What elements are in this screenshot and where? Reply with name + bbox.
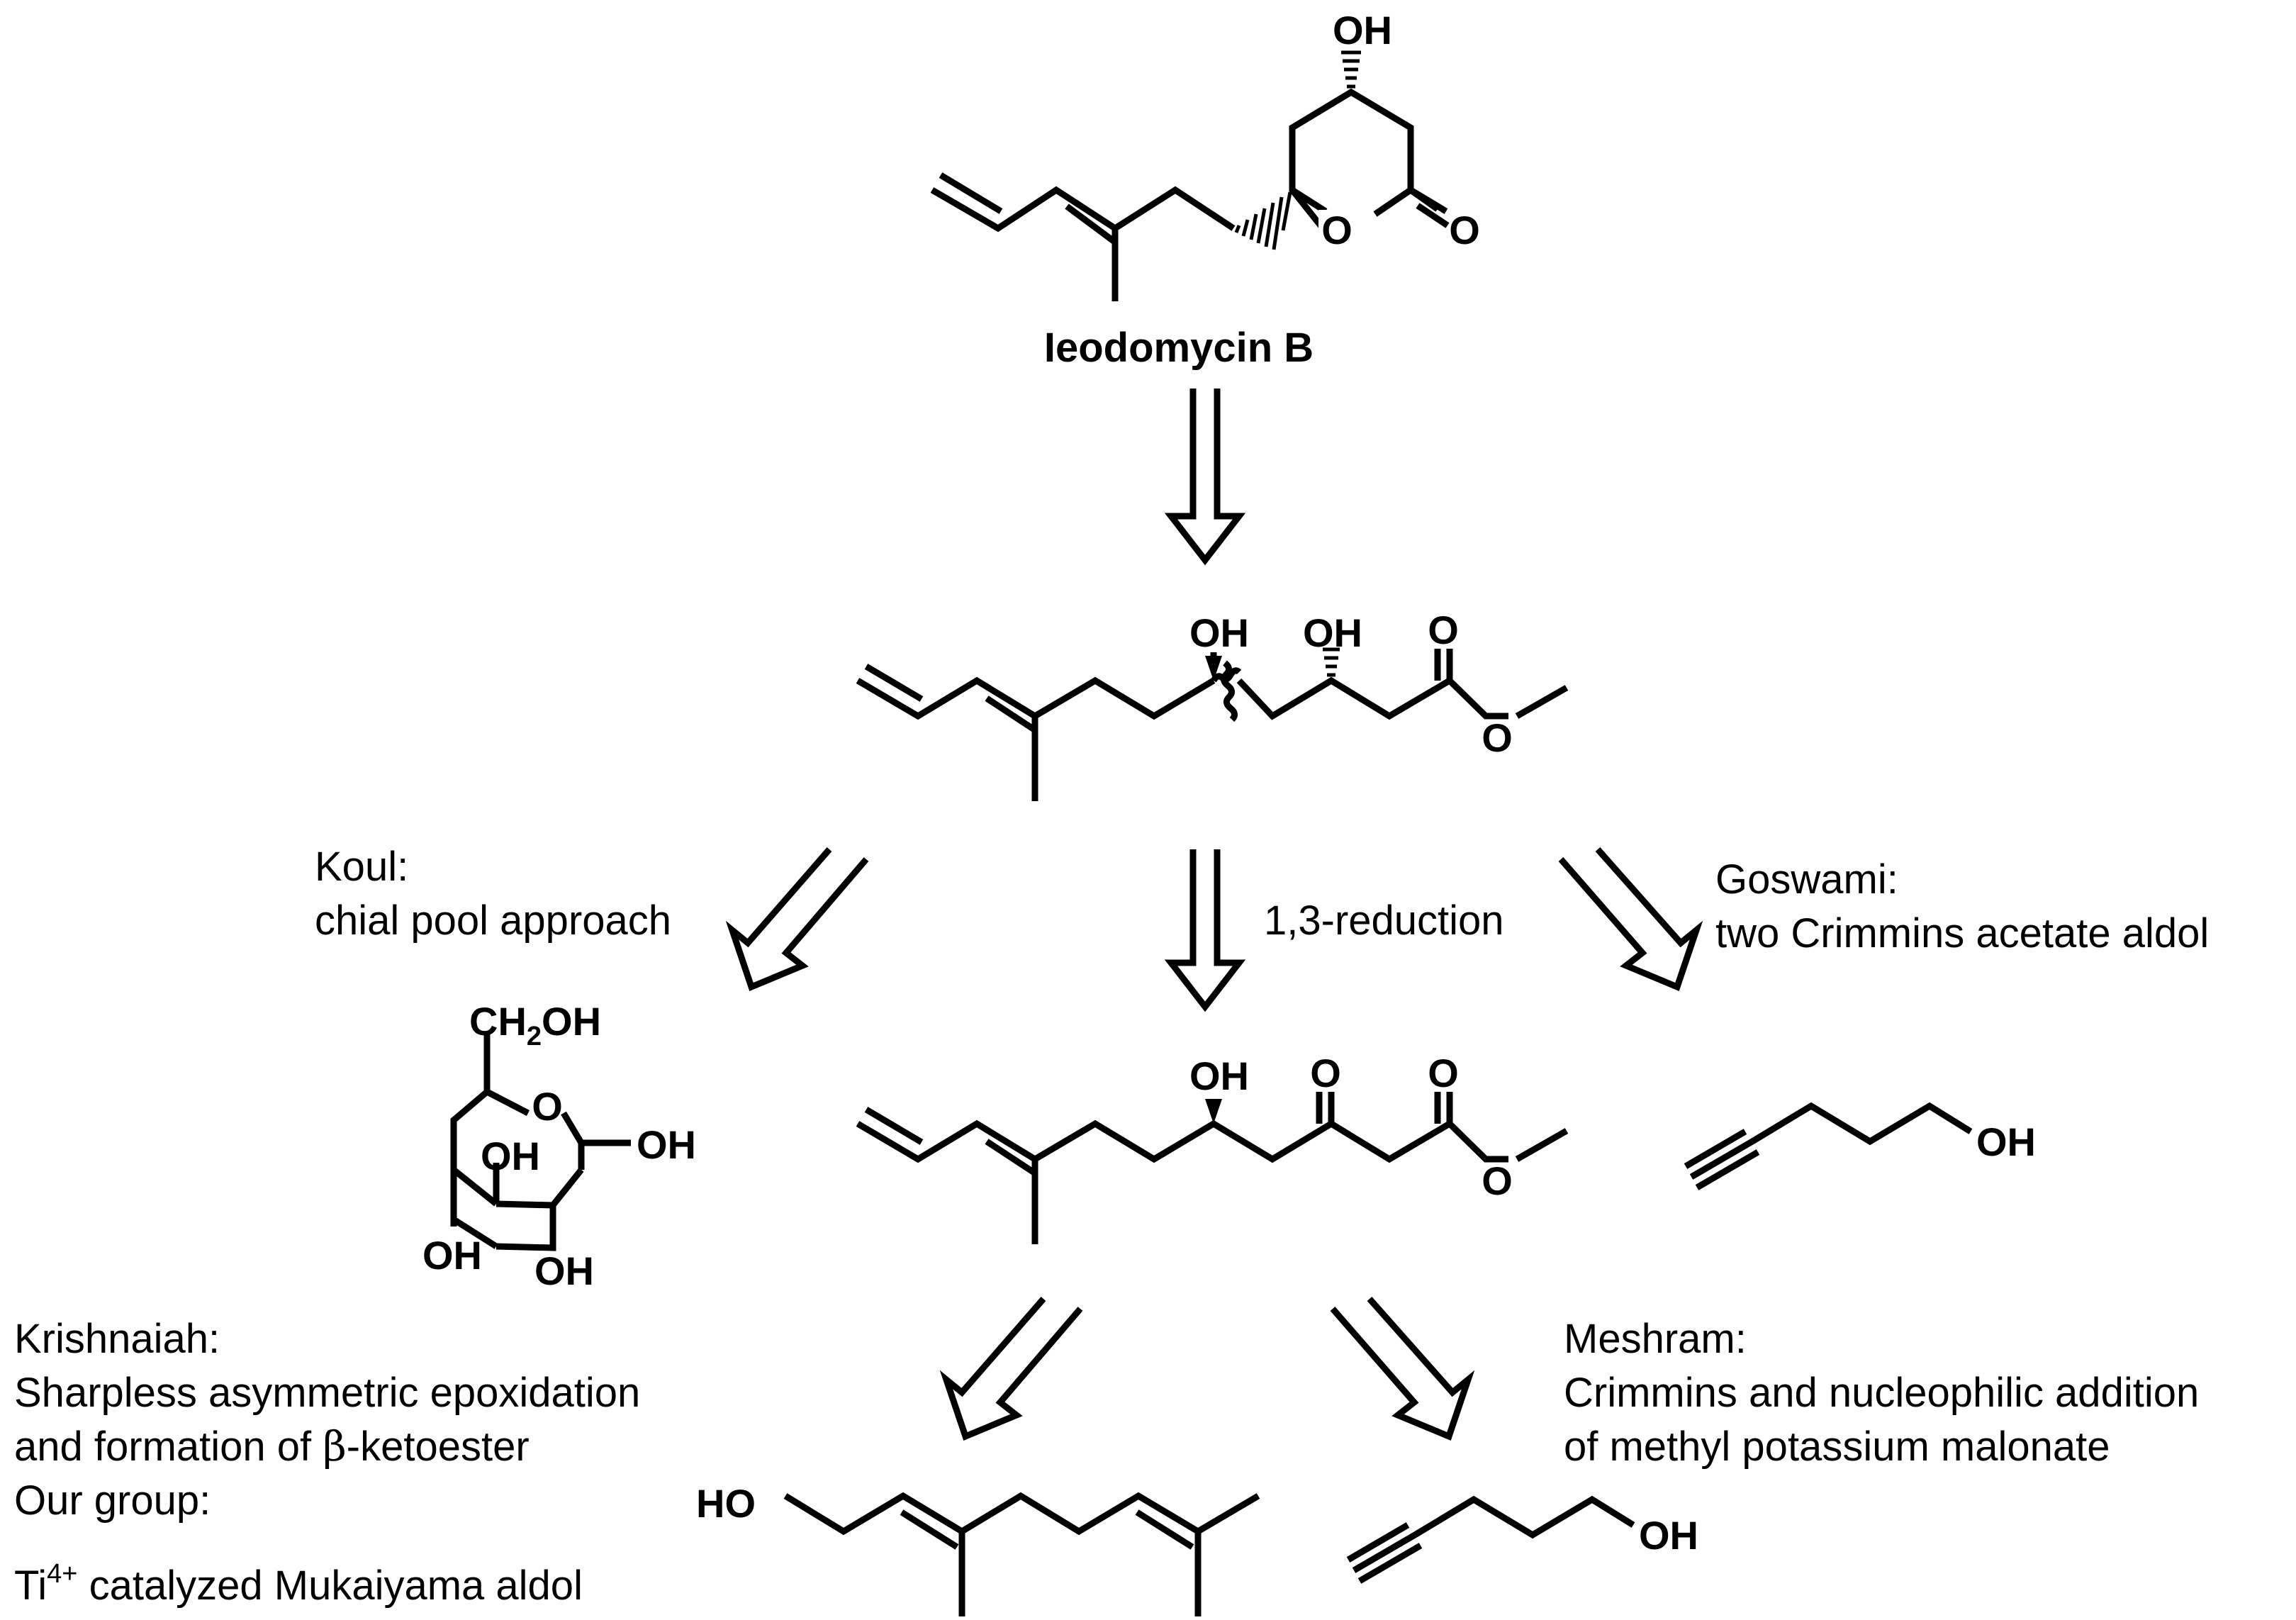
meshram-line2: of methyl potassium malonate	[1564, 1424, 2110, 1470]
geraniol-structure: HO	[696, 1481, 1260, 1616]
glucose-oh-c3-label: OH	[422, 1233, 482, 1278]
pentynol-bottom-triple-1	[1352, 1532, 1417, 1573]
diol-ester-wavy-cleavage	[1221, 660, 1238, 722]
koul-method: chial pool approach	[315, 898, 671, 944]
ieodomycin-b-structure: OH O O	[930, 8, 1480, 301]
keto-ester-vinyl-double	[864, 1107, 924, 1145]
glucose-ch2oh-label: CH2OH	[469, 999, 601, 1051]
ieodomycin-ring-o-label: O	[1321, 208, 1353, 252]
glucose-oh-c2-label: OH	[481, 1134, 540, 1178]
ieodomycin-carbonyl-o-label: O	[1449, 208, 1480, 252]
diol-ester-oh2-label: OH	[1303, 610, 1362, 655]
keto-ester-ome	[1515, 1128, 1569, 1162]
ieodomycin-diene-chain	[930, 186, 1236, 233]
koul-author: Koul:	[315, 844, 408, 890]
krishnaiah-line2: and formation of β-ketoester	[14, 1422, 530, 1470]
ieodomycin-ring-o-bond	[1290, 187, 1328, 214]
pentynol-bottom-chain	[1413, 1495, 1635, 1539]
diol-ester-bold-wedge	[1205, 656, 1222, 681]
goswami-author: Goswami:	[1715, 856, 1898, 903]
pentynol-bottom-oh-label: OH	[1639, 1513, 1698, 1558]
meshram-line1: Crimmins and nucleophilic addition	[1564, 1370, 2199, 1416]
keto-ester-bold-wedge	[1205, 1099, 1222, 1124]
diol-ester-chain	[856, 676, 1216, 720]
glucose-inner-bond-2	[495, 1200, 554, 1209]
diol-ester-ome	[1515, 685, 1569, 719]
glucose-structure: CH2OH O OH OH OH OH	[422, 999, 696, 1293]
keto-ester-oh-label: OH	[1189, 1054, 1249, 1098]
retro-arrow-krishnaiah	[939, 1297, 1083, 1441]
glucose-ring-right	[561, 1111, 585, 1170]
geraniol-chain	[783, 1492, 1200, 1536]
keto-ester-carbonyl-o-label: O	[1428, 1051, 1459, 1095]
pentynol-top-triple-1	[1689, 1139, 1754, 1180]
geraniol-double-1	[900, 1509, 959, 1550]
our-group-author: Our group:	[14, 1477, 211, 1524]
ieodomycin-hashed-oh	[1341, 50, 1361, 89]
geraniol-methyl-3	[1196, 1493, 1260, 1534]
diol-ester-carbonyl-o-label: O	[1428, 608, 1459, 652]
diol-ester-hashed-oh2	[1323, 647, 1340, 677]
keto-ester-ketone-o-label: O	[1310, 1051, 1341, 1095]
ieodomycin-b-name: Ieodomycin B	[1044, 325, 1314, 371]
pentynol-bottom-triple-3	[1357, 1543, 1423, 1584]
meshram-author: Meshram:	[1564, 1316, 1747, 1362]
ieodomycin-carbonyl-double	[1416, 203, 1450, 228]
pentynol-top-triple-2	[1684, 1129, 1747, 1169]
krishnaiah-line1: Sharpless asymmetric epoxidation	[14, 1370, 640, 1416]
ieodomycin-ring-o-bond-2	[1373, 187, 1413, 217]
ieodomycin-oh-label: OH	[1333, 8, 1392, 52]
diol-ester-vinyl-double	[864, 664, 924, 702]
pentynol-top-oh-label: OH	[1976, 1119, 2036, 1164]
ieodomycin-trisubst-double	[1065, 203, 1119, 246]
glucose-inner-bond	[452, 1167, 498, 1207]
retro-arrow-goswami	[1558, 847, 1703, 992]
pentynol-top-chain	[1750, 1102, 1973, 1146]
retro-arrow-reduction	[1164, 849, 1246, 1012]
glucose-ring-back	[485, 1089, 530, 1116]
retro-arrow-koul	[725, 847, 869, 992]
goswami-method: two Crimmins acetate aldol	[1715, 910, 2209, 956]
diol-ester-ester-o-label: O	[1482, 715, 1513, 760]
ieodomycin-hashed-wedge	[1234, 191, 1292, 250]
pentynol-top-triple-3	[1695, 1149, 1760, 1190]
keto-ester-ester-o-label: O	[1482, 1158, 1513, 1203]
glucose-anomeric-oh-label: OH	[637, 1122, 696, 1167]
retro-arrow-meshram	[1330, 1297, 1475, 1441]
pentynol-bottom-structure: OH	[1346, 1495, 1698, 1584]
keto-ester-structure: OH O O O	[856, 1051, 1569, 1244]
diol-ester-trisubst-double	[985, 696, 1038, 734]
geraniol-double-2	[1135, 1509, 1194, 1550]
ieodomycin-carbonyl-bond	[1409, 187, 1448, 214]
ieodomycin-vinyl-double	[939, 172, 1003, 214]
retro-arrow-to-diol-ester	[1164, 389, 1246, 566]
diol-ester-oh1-label: OH	[1189, 610, 1249, 655]
pentynol-bottom-triple-2	[1346, 1522, 1410, 1563]
keto-ester-chain	[856, 1119, 1508, 1163]
ieodomycin-ring-o-bg	[1318, 210, 1355, 250]
ieodomycin-lactone-ring	[1289, 88, 1440, 230]
keto-ester-trisubst-double	[985, 1139, 1038, 1177]
geraniol-ho-label: HO	[696, 1481, 756, 1526]
diol-ester-chain-2	[1236, 676, 1508, 720]
glucose-oh-c4-label: OH	[534, 1248, 594, 1293]
krishnaiah-author: Krishnaiah:	[14, 1316, 220, 1362]
glucose-ring-o-label: O	[532, 1084, 563, 1129]
reduction-label: 1,3-reduction	[1264, 898, 1504, 944]
our-group-method: Ti4+ catalyzed Mukaiyama aldol	[14, 1559, 583, 1609]
glucose-ring-bottom	[495, 1168, 584, 1251]
diol-ester-structure: OH OH O O	[856, 608, 1569, 801]
pentynol-top-structure: OH	[1684, 1102, 2036, 1190]
